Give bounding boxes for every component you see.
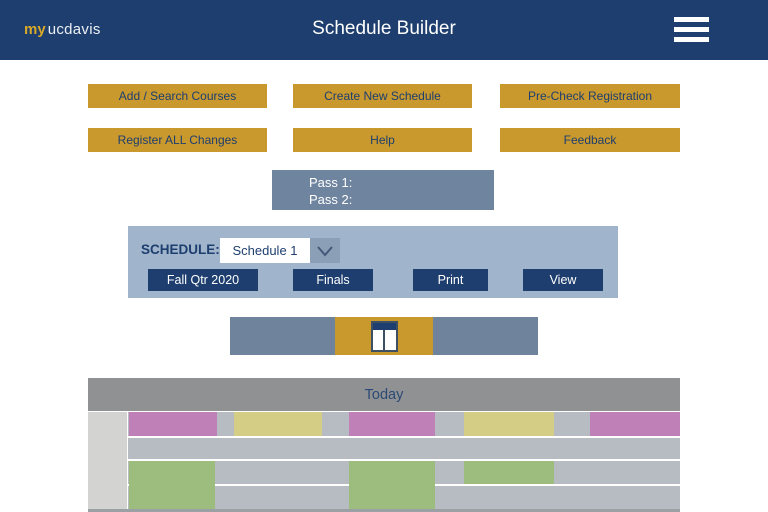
pass-1-label: Pass 1: [309, 175, 353, 190]
schedule-label: SCHEDULE: [141, 242, 220, 257]
calendar-bottom-edge [88, 509, 680, 512]
time-gutter [88, 412, 127, 509]
calendar-events-area [128, 411, 680, 512]
calendar-today-header[interactable]: Today [88, 378, 680, 411]
calendar-event-yellow[interactable] [234, 412, 322, 436]
page-title: Schedule Builder [312, 18, 456, 39]
calendar-event-pink[interactable] [349, 412, 435, 436]
calendar-icon-column [385, 330, 396, 350]
view-button[interactable]: View [523, 269, 603, 291]
pass-times-box: Pass 1: Pass 2: [272, 170, 494, 210]
calendar-week-icon [370, 320, 398, 352]
calendar-icon-column [373, 329, 385, 350]
logo-ucdavis: ucdavis [47, 21, 101, 38]
hamburger-bar [674, 37, 709, 42]
print-button[interactable]: Print [413, 269, 488, 291]
hamburger-menu-icon[interactable] [674, 17, 709, 42]
pass-2-label: Pass 2: [309, 192, 353, 207]
calendar-event-green[interactable] [464, 461, 554, 484]
add-search-courses-button[interactable]: Add / Search Courses [88, 84, 267, 108]
schedule-select-dropdown[interactable]: Schedule 1 [220, 238, 340, 263]
calendar-row [128, 438, 680, 459]
hamburger-bar [674, 27, 709, 32]
schedule-select-value: Schedule 1 [220, 238, 310, 263]
today-label: Today [364, 386, 404, 403]
calendar-icon-header [372, 322, 396, 330]
feedback-button[interactable]: Feedback [500, 128, 680, 152]
schedule-panel: SCHEDULE: Schedule 1 Fall Qtr 2020 Final… [128, 226, 618, 298]
calendar-event-green[interactable] [349, 461, 435, 509]
finals-button[interactable]: Finals [293, 269, 373, 291]
calendar-event-yellow[interactable] [464, 412, 554, 436]
help-button[interactable]: Help [293, 128, 472, 152]
calendar-body [88, 411, 680, 512]
week-view-toggle[interactable] [335, 317, 433, 355]
calendar-icon-columns [373, 329, 396, 350]
logo-my: my [24, 21, 46, 38]
calendar-event-pink[interactable] [590, 412, 680, 436]
register-all-changes-button[interactable]: Register ALL Changes [88, 128, 267, 152]
calendar-event-green[interactable] [129, 461, 215, 509]
fall-qtr-2020-button[interactable]: Fall Qtr 2020 [148, 269, 258, 291]
create-new-schedule-button[interactable]: Create New Schedule [293, 84, 472, 108]
hamburger-bar [674, 17, 709, 22]
chevron-down-icon[interactable] [310, 238, 340, 263]
view-mode-toolbar [230, 317, 538, 355]
pre-check-registration-button[interactable]: Pre-Check Registration [500, 84, 680, 108]
schedule-calendar: Today [88, 378, 680, 512]
calendar-event-pink[interactable] [129, 412, 217, 436]
